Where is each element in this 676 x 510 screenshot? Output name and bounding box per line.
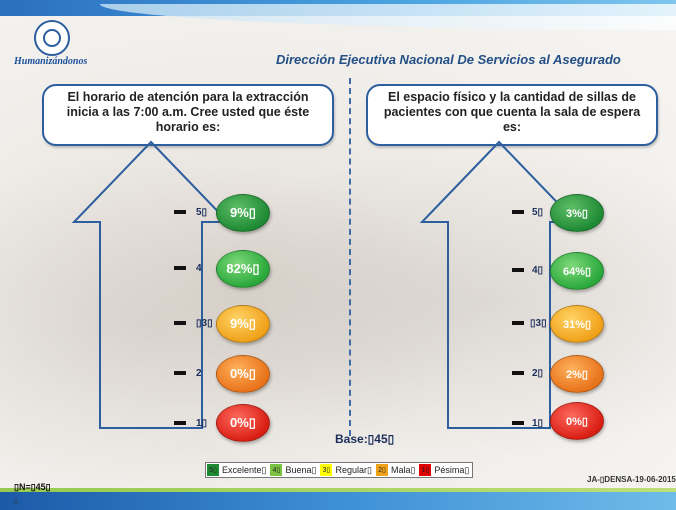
scale-label: 4▯ [532, 265, 544, 276]
result-oval: 2%▯ [550, 355, 604, 393]
scale-label: ▯3▯ [530, 318, 547, 329]
legend-item-buena: 4▯ Buena▯ [269, 463, 319, 477]
bottom-band [0, 492, 676, 510]
left-up-arrow [71, 140, 231, 429]
tick [174, 321, 186, 325]
scale-label: 2 [196, 368, 202, 379]
legend-swatch: 5▯ [207, 464, 219, 476]
tick [512, 371, 524, 375]
tick [512, 210, 524, 214]
tick [174, 210, 186, 214]
result-oval: 64%▯ [550, 252, 604, 290]
tick [512, 421, 524, 425]
result-oval: 82%▯ [216, 250, 270, 288]
scale-label: 4 [196, 263, 202, 274]
result-oval: 31%▯ [550, 305, 604, 343]
result-oval: 0%▯ [550, 402, 604, 440]
tick [512, 321, 524, 325]
tick [174, 371, 186, 375]
bottom-green-stripe [0, 488, 676, 494]
panel-divider [349, 78, 351, 436]
base-label: Base:▯45▯ [335, 432, 395, 446]
legend-item-excelente: 5▯ Excelente▯ [206, 463, 269, 477]
result-oval: 9%▯ [216, 305, 270, 343]
legend-item-mala: 2▯ Mala▯ [375, 463, 418, 477]
page-title: Dirección Ejecutiva Nacional De Servicio… [276, 52, 621, 67]
tick [174, 266, 186, 270]
legend-item-pesima: 1▯ Pésima▯ [418, 463, 472, 477]
legend: 5▯ Excelente▯ 4▯ Buena▯ 3▯ Regular▯ 2▯ M… [205, 462, 474, 478]
result-oval: 9%▯ [216, 194, 270, 232]
left-question-text: El horario de atención para la extracció… [66, 90, 310, 134]
right-question-box: El espacio físico y la cantidad de silla… [366, 84, 658, 146]
result-oval: 0%▯ [216, 404, 270, 442]
legend-item-regular: 3▯ Regular▯ [319, 463, 374, 477]
scale-label: 1▯ [532, 418, 544, 429]
stray-glyph: ▯ [14, 498, 18, 505]
scale-label: ▯3▯ [196, 318, 213, 329]
sample-size-label: ▯N=▯45▯ [14, 482, 51, 492]
css-logo-icon [34, 20, 70, 56]
document-code: JA-▯DENSA-19-06-2015 [587, 475, 676, 484]
result-oval: 0%▯ [216, 355, 270, 393]
logo-text: Humanizándonos [14, 56, 88, 67]
legend-label: Excelente▯ [222, 464, 267, 475]
legend-swatch: 3▯ [320, 464, 333, 476]
legend-swatch: 4▯ [270, 464, 283, 476]
legend-label: Regular▯ [335, 464, 372, 475]
tick [512, 268, 524, 272]
result-oval: 3%▯ [550, 194, 604, 232]
legend-label: Pésima▯ [434, 464, 470, 475]
legend-label: Mala▯ [390, 464, 416, 475]
scale-label: 1▯ [196, 418, 208, 429]
scale-label: 2▯ [532, 368, 544, 379]
right-question-text: El espacio físico y la cantidad de silla… [383, 90, 641, 134]
legend-label: Buena▯ [285, 464, 317, 475]
legend-swatch: 2▯ [375, 464, 388, 476]
tick [174, 421, 186, 425]
top-wave [100, 4, 676, 30]
scale-label: 5▯ [532, 207, 544, 218]
scale-label: 5▯ [196, 207, 208, 218]
right-up-arrow [419, 140, 579, 429]
left-question-box: El horario de atención para la extracció… [42, 84, 334, 146]
legend-swatch: 1▯ [419, 464, 432, 476]
